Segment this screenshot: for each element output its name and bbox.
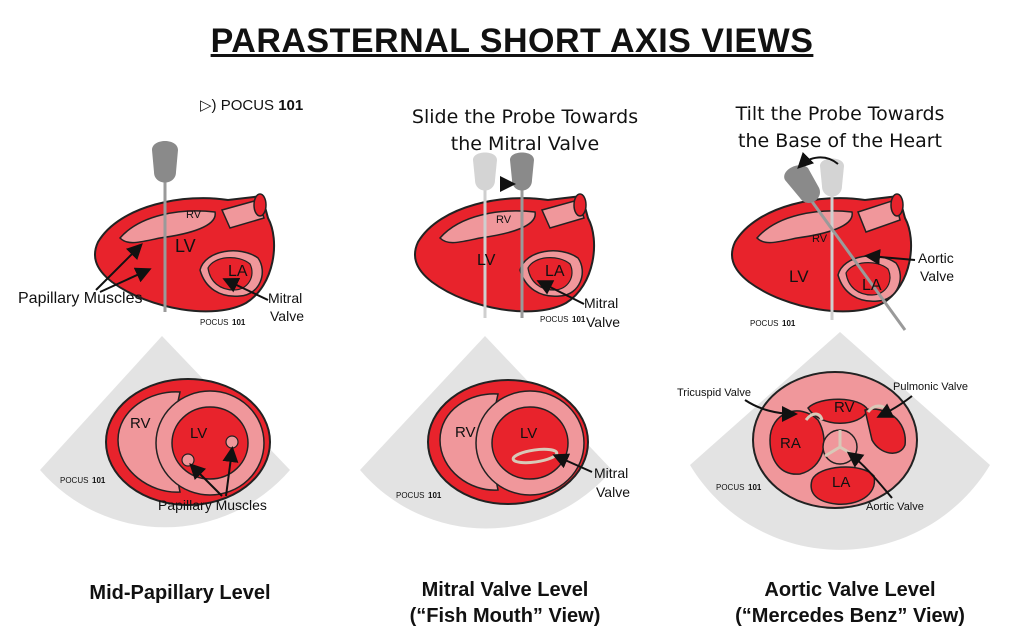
brand-watermark-6: POCUS 101 <box>716 483 762 492</box>
label-la-3: LA <box>862 277 882 294</box>
heart-long-axis-mitral <box>414 193 596 313</box>
label-mitral-3: Mitral <box>594 465 628 481</box>
label-rv-6: RV <box>834 399 855 416</box>
probe-mid <box>152 141 178 312</box>
instruction-mitral-line-2: the Mitral Valve <box>450 133 600 155</box>
label-ra: RA <box>780 435 801 452</box>
watermark-1-number: 101 <box>232 318 246 327</box>
heart-long-axis-aortic <box>731 193 913 313</box>
watermark-2-number: 101 <box>572 315 586 324</box>
label-lv-2: LV <box>477 252 496 269</box>
label-mitral-valve-2: Valve <box>586 314 620 330</box>
label-papillary-2: Papillary Muscles <box>158 497 267 513</box>
instruction-aortic-line-1: Tilt the Probe Towards <box>735 103 945 125</box>
label-mitral-2: Mitral <box>584 295 618 311</box>
instruction-mitral: Slide the Probe Towards the Mitral Valve <box>380 104 670 158</box>
watermark-5-name: POCUS <box>396 491 424 500</box>
megaphone-icon: ▷) <box>200 97 217 114</box>
probe-mitral-ghost <box>473 152 497 318</box>
watermark-1-name: POCUS <box>200 318 228 327</box>
brand-number: 101 <box>278 97 304 114</box>
label-rv-1: RV <box>186 209 202 221</box>
brand-watermark-3: POCUS 101 <box>750 319 796 328</box>
label-aortic-top: Aortic <box>918 250 954 266</box>
instruction-aortic: Tilt the Probe Towards the Base of the H… <box>700 101 980 155</box>
caption-mid-papillary: Mid-Papillary Level <box>40 580 320 606</box>
probe-mitral <box>510 152 534 318</box>
label-rv-2: RV <box>496 214 512 226</box>
tilt-arrow-icon <box>797 151 839 169</box>
label-lv-5: LV <box>520 425 537 442</box>
caption-mid-line-1: Mid-Papillary Level <box>89 582 271 604</box>
label-rv-4: RV <box>130 415 151 432</box>
label-rv-3: RV <box>812 233 828 245</box>
label-aortic-valve-top: Valve <box>920 268 954 284</box>
label-aortic-valve-bottom: Aortic Valve <box>866 501 924 513</box>
label-rv-5: RV <box>455 424 476 441</box>
brand-watermark-2: POCUS 101 <box>540 315 586 324</box>
watermark-2-name: POCUS <box>540 315 568 324</box>
page-title: PARASTERNAL SHORT AXIS VIEWS <box>210 22 814 60</box>
watermark-5-number: 101 <box>428 491 442 500</box>
brand-logo: ▷) POCUS 101 <box>200 96 303 114</box>
short-axis-mitral <box>427 379 589 505</box>
caption-aortic: Aortic Valve Level (“Mercedes Benz” View… <box>690 577 1010 629</box>
caption-mitral-line-1: Mitral Valve Level <box>421 579 589 601</box>
watermark-3-number: 101 <box>782 319 796 328</box>
label-lv-4: LV <box>190 425 207 442</box>
brand-watermark-4: POCUS 101 <box>60 476 106 485</box>
instruction-aortic-line-2: the Base of the Heart <box>738 130 942 152</box>
caption-aortic-line-2: (“Mercedes Benz” View) <box>735 605 965 627</box>
caption-mitral-line-2: (“Fish Mouth” View) <box>409 605 601 627</box>
label-mitral-valve-1: Valve <box>270 308 304 324</box>
label-la-2: LA <box>545 263 565 280</box>
label-pulmonic-valve: Pulmonic Valve <box>893 381 968 393</box>
label-la-1: LA <box>228 263 248 280</box>
caption-aortic-line-1: Aortic Valve Level <box>764 579 936 601</box>
caption-mitral: Mitral Valve Level (“Fish Mouth” View) <box>360 577 650 629</box>
label-lv-3: LV <box>789 267 809 286</box>
watermark-6-number: 101 <box>748 483 762 492</box>
brand-watermark-1: POCUS 101 <box>200 318 246 327</box>
watermark-4-number: 101 <box>92 476 106 485</box>
brand-name: POCUS <box>220 97 275 114</box>
label-mitral-1: Mitral <box>268 290 302 306</box>
label-mitral-valve-3: Valve <box>596 484 630 500</box>
probe-aortic <box>784 165 907 331</box>
label-lv-1: LV <box>175 236 196 256</box>
short-axis-mid-papillary <box>105 378 271 506</box>
watermark-4-name: POCUS <box>60 476 88 485</box>
watermark-6-name: POCUS <box>716 483 744 492</box>
probe-aortic-ghost <box>820 158 844 320</box>
instruction-mitral-line-1: Slide the Probe Towards <box>411 106 639 128</box>
label-la-4: LA <box>832 474 850 491</box>
label-papillary-1: Papillary Muscles <box>18 290 142 307</box>
brand-watermark-5: POCUS 101 <box>396 491 442 500</box>
watermark-3-name: POCUS <box>750 319 778 328</box>
label-tricuspid-valve: Tricuspid Valve <box>677 387 751 399</box>
